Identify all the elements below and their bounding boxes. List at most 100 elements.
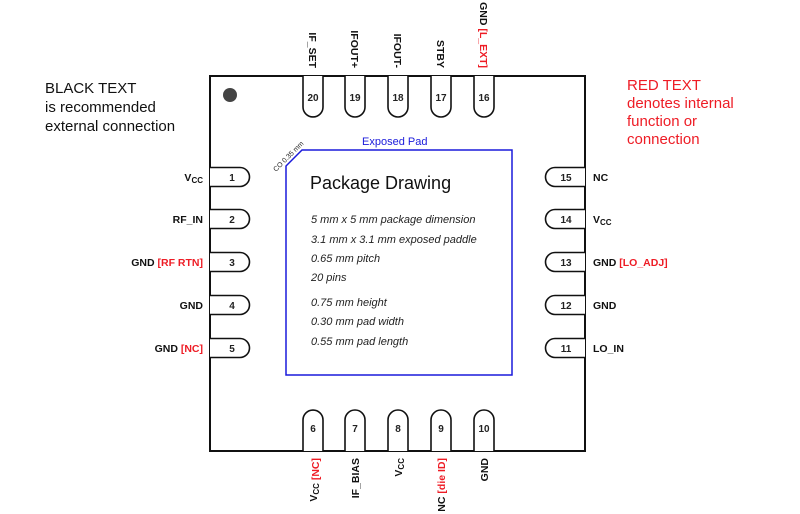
pin-number: 9 xyxy=(438,424,444,435)
pin-name: V xyxy=(184,172,191,184)
legend-black-line: BLACK TEXT xyxy=(45,80,136,97)
pin-pad xyxy=(473,76,495,118)
pin-number: 8 xyxy=(395,424,401,435)
pin-name-subscript: CC xyxy=(312,483,321,495)
pin-11: LO_IN 11 xyxy=(544,337,624,359)
pin-pad xyxy=(544,251,585,273)
pin-number: 19 xyxy=(349,93,361,104)
pin-name: GND xyxy=(477,2,489,28)
pin-name: IFOUT- xyxy=(391,34,403,69)
pin-3: GND [RF RTN] 3 xyxy=(131,251,251,273)
pin-4: GND 4 xyxy=(180,294,251,316)
pin-name: NC xyxy=(593,172,609,184)
chamfer-label: CO 0.35 mm xyxy=(272,140,305,173)
pin-9: NC [die ID] 9 xyxy=(430,409,452,512)
pin-label: NC [die ID] xyxy=(436,458,448,512)
pin-number: 20 xyxy=(307,93,319,104)
pin-number: 5 xyxy=(229,344,235,355)
pin-internal-function: [die ID] xyxy=(436,458,448,494)
pin-pad xyxy=(344,409,366,451)
pin-6: VCC [NC] 6 xyxy=(302,409,324,502)
pin-pad xyxy=(387,409,409,451)
pin-name: LO_IN xyxy=(593,343,624,355)
pin-8: VCC 8 xyxy=(387,409,409,477)
pin-label: VCC xyxy=(393,458,406,477)
legend-black-line: is recommended xyxy=(45,99,156,116)
pin-label: VCC xyxy=(184,172,203,185)
pin-number: 15 xyxy=(560,173,572,184)
pin-label: GND xyxy=(593,300,617,312)
pin-label: GND [RF RTN] xyxy=(131,257,203,269)
pin-name: GND xyxy=(155,343,181,355)
pin-pad xyxy=(210,166,251,188)
legend-red-line: RED TEXT xyxy=(627,77,701,94)
pin-internal-function: [NC] xyxy=(181,343,203,355)
pin-name: GND xyxy=(593,257,619,269)
pin-name: IF_BIAS xyxy=(350,458,362,498)
pin-number: 2 xyxy=(229,215,235,226)
pin-18: IFOUT- 18 xyxy=(387,34,409,118)
pin-pad xyxy=(544,208,585,230)
spec-line: 0.65 mm pitch xyxy=(311,253,380,265)
pin-number: 18 xyxy=(392,93,404,104)
pin-label: GND [L_EXT] xyxy=(477,2,489,68)
pin-pad xyxy=(210,337,251,359)
pin-number: 17 xyxy=(435,93,447,104)
pin-pad xyxy=(210,208,251,230)
pin-label: GND xyxy=(479,458,491,482)
pin-label: IF_SET xyxy=(306,32,318,68)
legend-black-line: external connection xyxy=(45,118,175,135)
pin-name: IF_SET xyxy=(306,32,318,68)
pin-name: GND xyxy=(479,458,491,482)
pin-16: GND [L_EXT] 16 xyxy=(473,2,495,118)
pin-number: 6 xyxy=(310,424,316,435)
pin-name: GND xyxy=(131,257,157,269)
spec-line: 0.30 mm pad width xyxy=(311,316,404,328)
pin-pad xyxy=(387,76,409,118)
pin-name-subscript: CC xyxy=(191,176,203,185)
pin-15: NC 15 xyxy=(544,166,609,188)
spec-line: 20 pins xyxy=(310,272,347,284)
pin-14: VCC 14 xyxy=(544,208,612,230)
pin-number: 11 xyxy=(561,344,572,355)
pin-label: GND [NC] xyxy=(155,343,203,355)
spec-line: 3.1 mm x 3.1 mm exposed paddle xyxy=(311,234,477,246)
pin-20: IF_SET 20 xyxy=(302,32,324,118)
pin-pad xyxy=(302,409,324,451)
pin-number: 14 xyxy=(560,215,572,226)
pin-number: 4 xyxy=(229,301,235,312)
pin-label: VCC [NC] xyxy=(308,458,322,502)
pin-number: 3 xyxy=(229,258,235,269)
exposed-pad-label: Exposed Pad xyxy=(362,136,427,148)
pin-name: GND xyxy=(180,300,204,312)
pin-13: GND [LO_ADJ]13 xyxy=(544,251,668,273)
pin-label: GND xyxy=(180,300,204,312)
legend: BLACK TEXT is recommended external connect… xyxy=(45,77,734,148)
pin-label: STBY xyxy=(434,40,446,68)
pin-name-subscript: CC xyxy=(397,458,406,470)
pin-pad xyxy=(544,294,585,316)
pin-internal-function: [L_EXT] xyxy=(477,28,489,68)
pin-name: NC xyxy=(436,494,448,512)
pin-name: V xyxy=(593,214,600,226)
pin-label: RF_IN xyxy=(173,214,203,226)
pin-label: GND [LO_ADJ] xyxy=(593,257,668,269)
pin-12: GND 12 xyxy=(544,294,617,316)
pin1-marker-dot xyxy=(223,88,237,102)
pin-name: V xyxy=(308,495,320,502)
pin-number: 12 xyxy=(560,301,572,312)
pin-name: RF_IN xyxy=(173,214,203,226)
pin-label: IF_BIAS xyxy=(350,458,362,498)
spec-line: 0.75 mm height xyxy=(311,297,388,309)
pin-number: 16 xyxy=(478,93,490,104)
pin-17: STBY 17 xyxy=(430,40,452,118)
package-outline xyxy=(209,75,586,452)
pin-2: RF_IN 2 xyxy=(173,208,251,230)
pin-internal-function: [RF RTN] xyxy=(158,257,204,269)
pin-pad xyxy=(210,294,251,316)
pin-name-subscript: CC xyxy=(600,218,612,227)
pin-pad xyxy=(210,251,251,273)
